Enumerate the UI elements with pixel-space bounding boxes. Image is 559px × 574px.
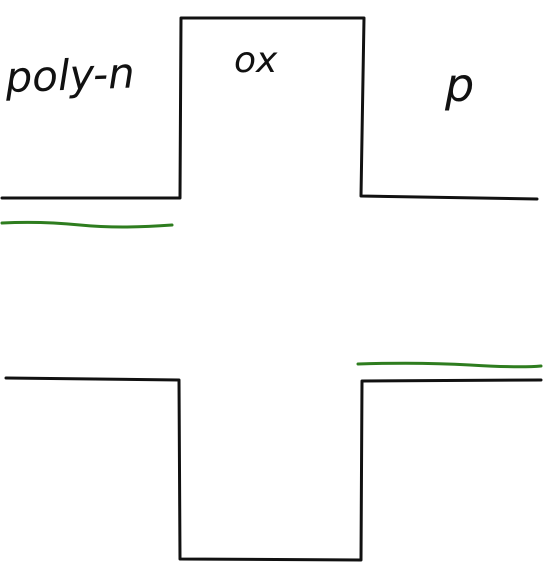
left-fermi-level-line <box>0 220 174 229</box>
right-fermi-level-line <box>356 361 543 369</box>
valence-band-line <box>4 376 543 562</box>
label-ox: ox <box>234 40 278 81</box>
conduction-band-line <box>0 16 539 201</box>
label-poly-n: poly-n <box>4 49 136 103</box>
label-p: p <box>444 58 474 112</box>
